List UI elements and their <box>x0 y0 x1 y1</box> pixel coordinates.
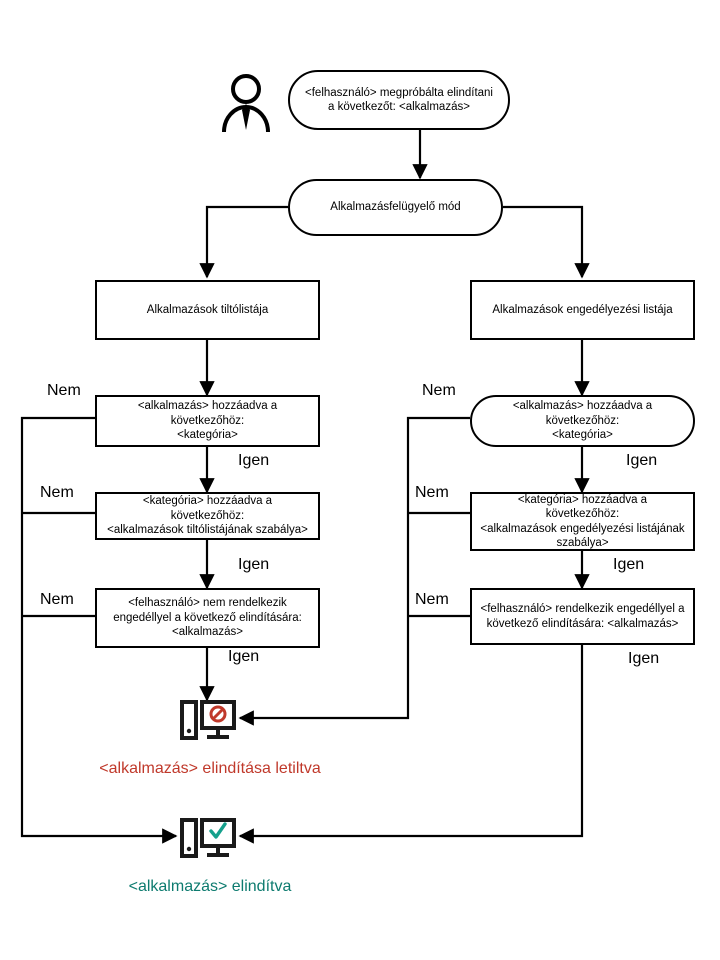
node-left-app-in-category-label: <alkalmazás> hozzáadva a következőhöz: <… <box>137 400 278 442</box>
computer-blocked-icon <box>180 700 236 746</box>
edge-label-right-nem-1: Nem <box>422 382 456 399</box>
node-allowlist-label: Alkalmazások engedélyezési listája <box>492 303 673 316</box>
node-allowlist[interactable]: Alkalmazások engedélyezési listája <box>470 280 695 340</box>
edge-label-left-igen-2: Igen <box>238 556 270 573</box>
node-left-user-no-permission[interactable]: <felhasználó> nem rendelkezik engedéllye… <box>95 588 320 648</box>
node-left-category-in-rule[interactable]: <kategória> hozzáadva a következőhöz: <a… <box>95 492 320 540</box>
edge-label-right-igen-3: Igen <box>628 650 660 667</box>
edge-label-right-igen-1: Igen <box>626 452 658 469</box>
edge-label-left-nem-2: Nem <box>40 484 74 501</box>
result-blocked-label: <alkalmazás> elindítása letiltva <box>99 760 321 777</box>
node-right-user-has-permission[interactable]: <felhasználó> rendelkezik engedéllyel a … <box>470 588 695 645</box>
edge-label-left-nem-1: Nem <box>47 382 81 399</box>
node-start-label: <felhasználó> megpróbálta elindítani a k… <box>305 86 493 113</box>
node-denylist[interactable]: Alkalmazások tiltólistája <box>95 280 320 340</box>
node-control-mode[interactable]: Alkalmazásfelügyelő mód <box>288 179 503 236</box>
node-control-mode-label: Alkalmazásfelügyelő mód <box>330 201 461 214</box>
edge-label-left-nem-3: Nem <box>40 591 74 608</box>
person-icon <box>218 72 274 134</box>
node-denylist-label: Alkalmazások tiltólistája <box>146 303 269 316</box>
edge-label-left-igen-1: Igen <box>238 452 270 469</box>
node-start[interactable]: <felhasználó> megpróbálta elindítani a k… <box>288 70 510 130</box>
computer-allowed-icon <box>180 818 236 864</box>
node-right-app-in-category[interactable]: <alkalmazás> hozzáadva a következőhöz: <… <box>470 395 695 447</box>
edge-label-right-igen-2: Igen <box>613 556 645 573</box>
edge-label-right-nem-2: Nem <box>415 484 449 501</box>
node-right-category-in-rule-label: <kategória> hozzáadva a következőhöz: <a… <box>480 493 685 549</box>
node-left-app-in-category[interactable]: <alkalmazás> hozzáadva a következőhöz: <… <box>95 395 320 447</box>
node-right-category-in-rule[interactable]: <kategória> hozzáadva a következőhöz: <a… <box>470 492 695 551</box>
edge-label-right-nem-3: Nem <box>415 591 449 608</box>
edge-label-left-igen-3: Igen <box>228 648 260 665</box>
node-right-app-in-category-label: <alkalmazás> hozzáadva a következőhöz: <… <box>512 400 653 442</box>
result-started-label: <alkalmazás> elindítva <box>128 878 292 895</box>
node-left-category-in-rule-label: <kategória> hozzáadva a következőhöz: <a… <box>107 495 308 537</box>
node-right-user-has-permission-label: <felhasználó> rendelkezik engedéllyel a … <box>480 603 685 630</box>
node-left-user-no-permission-label: <felhasználó> nem rendelkezik engedéllye… <box>113 597 302 639</box>
